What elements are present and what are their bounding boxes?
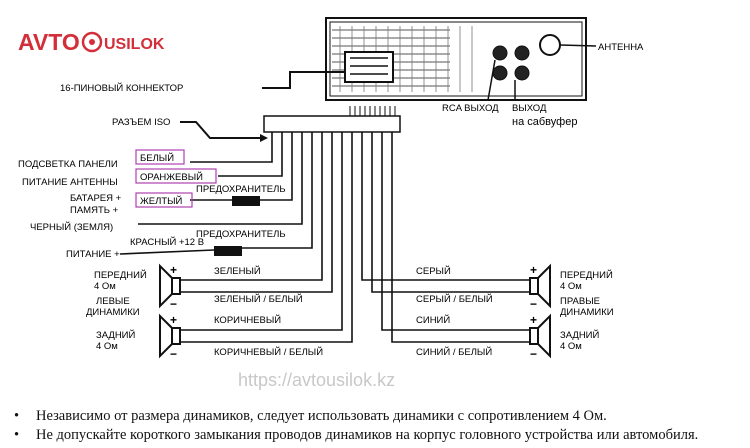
label-panel-light: ПОДСВЕТКА ПАНЕЛИ [18, 159, 118, 170]
label-16pin: 16-ПИНОВЫЙ КОННЕКТОР [60, 82, 183, 94]
wire-brown-white: КОРИЧНЕВЫЙ / БЕЛЫЙ [214, 346, 323, 358]
label-rca-out: RCA ВЫХОД [442, 103, 499, 114]
note-text-1: Независимо от размера динамиков, следует… [36, 408, 607, 424]
logo-ring-icon [81, 31, 103, 53]
label-red12: КРАСНЫЙ +12 В [130, 236, 204, 248]
connector-16pin [344, 51, 394, 83]
antenna-socket-icon [539, 34, 561, 56]
rca-jack-icon [514, 45, 530, 61]
label-right-rear: ЗАДНИЙ [560, 329, 600, 341]
logo-usilok: USILOK [104, 36, 165, 53]
label-left-front: ПЕРЕДНИЙ [94, 269, 147, 281]
speaker-left-rear-icon [159, 313, 181, 359]
label-left-speakers-2: ДИНАМИКИ [86, 307, 140, 318]
label-left-rear-ohm: 4 Ом [96, 341, 118, 352]
wire-green-white: ЗЕЛЕНЫЙ / БЕЛЫЙ [214, 293, 303, 305]
wire-blue: СИНИЙ [416, 314, 450, 326]
rca-jack-icon [492, 45, 508, 61]
label-fuse-2: ПРЕДОХРАНИТЕЛЬ [196, 229, 286, 240]
label-sub-out-2: на сабвуфер [512, 116, 577, 128]
fuse-battery [232, 196, 260, 206]
bullet-icon: • [14, 427, 20, 443]
plus-sign: + [530, 313, 537, 327]
label-right-speakers-2: ДИНАМИКИ [560, 307, 614, 318]
plus-sign: + [530, 263, 537, 277]
plus-sign: + [170, 313, 177, 327]
fuse-power [214, 246, 242, 256]
minus-sign: − [530, 297, 537, 311]
label-sub-out-1: ВЫХОД [512, 103, 547, 114]
head-unit [325, 17, 587, 101]
rca-jack-icon [514, 65, 530, 81]
label-battery-2: ПАМЯТЬ + [70, 205, 119, 216]
label-left-speakers: ЛЕВЫЕ [96, 296, 130, 307]
wire-gray-white: СЕРЫЙ / БЕЛЫЙ [416, 293, 493, 305]
logo-ring-center [89, 39, 95, 45]
speaker-right-front-icon [529, 263, 551, 309]
label-right-rear-ohm: 4 Ом [560, 341, 582, 352]
wire-brown: КОРИЧНЕВЫЙ [214, 314, 281, 326]
head-unit-body [325, 17, 587, 101]
label-power: ПИТАНИЕ + [66, 249, 120, 260]
label-antenna-power: ПИТАНИЕ АНТЕННЫ [22, 177, 118, 188]
watermark: https://avtousilok.kz [238, 370, 395, 390]
logo: AVTO USILOK [18, 29, 165, 55]
wire-green: ЗЕЛЕНЫЙ [214, 265, 261, 277]
wire-blue-white: СИНИЙ / БЕЛЫЙ [416, 346, 492, 358]
wire-white: БЕЛЫЙ [140, 152, 174, 164]
wire-gray: СЕРЫЙ [416, 265, 451, 277]
wire-orange: ОРАНЖЕВЫЙ [140, 171, 203, 183]
connector-pins [350, 57, 388, 75]
label-battery-1: БАТАРЕЯ + [70, 193, 122, 204]
logo-avto: AVTO [18, 29, 80, 55]
minus-sign: − [530, 347, 537, 361]
label-left-rear: ЗАДНИЙ [96, 329, 136, 341]
label-ground: ЧЕРНЫЙ (ЗЕМЛЯ) [30, 221, 113, 233]
speaker-left-front-icon [159, 263, 181, 309]
plus-sign: + [170, 263, 177, 277]
note-text-2: Не допускайте короткого замыкания провод… [36, 427, 699, 443]
label-iso: РАЗЪЕМ ISO [112, 117, 170, 128]
label-antenna: АНТЕННА [598, 42, 644, 53]
iso-connector [263, 115, 401, 133]
rca-jack-icon [492, 65, 508, 81]
minus-sign: − [170, 297, 177, 311]
minus-sign: − [170, 347, 177, 361]
label-fuse-1: ПРЕДОХРАНИТЕЛЬ [196, 184, 286, 195]
bullet-icon: • [14, 408, 20, 424]
label-right-speakers: ПРАВЫЕ [560, 296, 600, 307]
label-right-front: ПЕРЕДНИЙ [560, 269, 613, 281]
wire-yellow: ЖЕЛТЫЙ [140, 195, 183, 207]
speaker-right-rear-icon [529, 313, 551, 359]
label-right-front-ohm: 4 Ом [560, 281, 582, 292]
wires [119, 132, 530, 343]
label-left-front-ohm: 4 Ом [94, 281, 116, 292]
head-unit-inner [329, 21, 583, 97]
